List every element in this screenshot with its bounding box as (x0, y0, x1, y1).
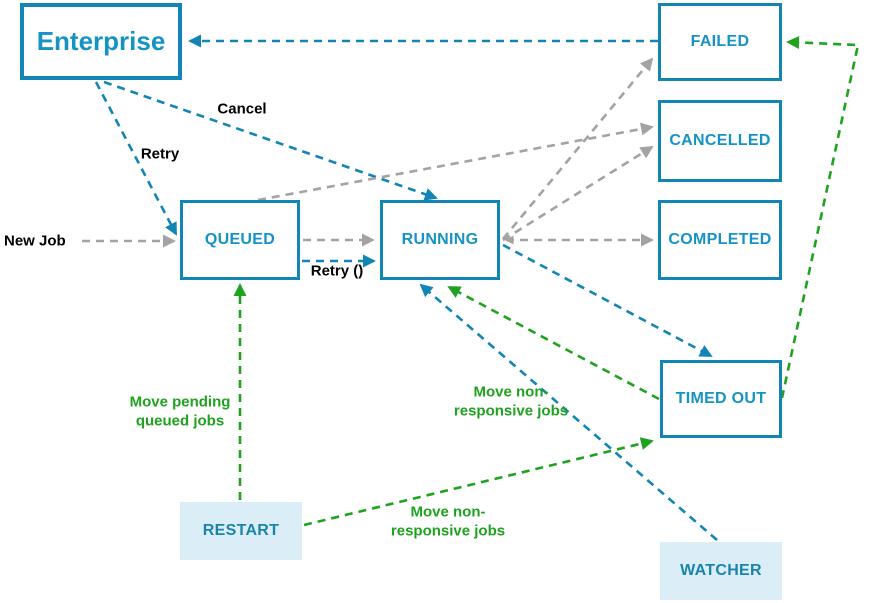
node-queued-label: QUEUED (204, 231, 276, 248)
edge-running-to-cancelled (502, 145, 654, 242)
node-running-label: RUNNING (401, 231, 479, 248)
node-timed-out: TIMED OUT (660, 360, 782, 438)
move-nonresponsive-label-1: Move non- responsive jobs (453, 383, 569, 419)
node-restart-label: RESTART (202, 522, 280, 539)
edge-timed-out-to-failed (780, 35, 860, 399)
node-cancelled: CANCELLED (658, 100, 782, 182)
node-enterprise: Enterprise (20, 3, 182, 80)
node-cancelled-label: CANCELLED (669, 132, 771, 149)
edge-timed-out-to-running (447, 285, 660, 401)
node-completed-label: COMPLETED (668, 231, 772, 248)
node-enterprise-label: Enterprise (36, 26, 166, 56)
new-job-label: New Job (4, 232, 66, 250)
node-running: RUNNING (380, 200, 500, 280)
edge-watcher-to-running (419, 283, 718, 541)
edge-enterprise-to-queued-retry (94, 81, 178, 236)
retry-parens-label: Retry () (310, 262, 364, 280)
edge-enterprise-to-running-cancel (103, 80, 438, 201)
node-queued: QUEUED (180, 200, 300, 280)
node-failed-label: FAILED (690, 33, 750, 50)
node-completed: COMPLETED (658, 200, 782, 280)
edge-running-to-timed-out (502, 243, 713, 358)
node-watcher: WATCHER (660, 542, 782, 600)
node-failed: FAILED (658, 3, 782, 81)
retry-label: Retry (140, 145, 180, 163)
node-watcher-label: WATCHER (680, 562, 762, 579)
node-restart: RESTART (180, 502, 302, 560)
edge-restart-to-timed-out (303, 437, 654, 527)
edge-queued-to-cancelled (257, 122, 654, 202)
move-pending-label: Move pending queued jobs (129, 393, 231, 429)
cancel-label: Cancel (217, 100, 267, 118)
edge-running-to-failed (501, 57, 654, 240)
move-nonresponsive-label-2: Move non- responsive jobs (390, 503, 506, 539)
node-timed-out-label: TIMED OUT (675, 390, 767, 407)
